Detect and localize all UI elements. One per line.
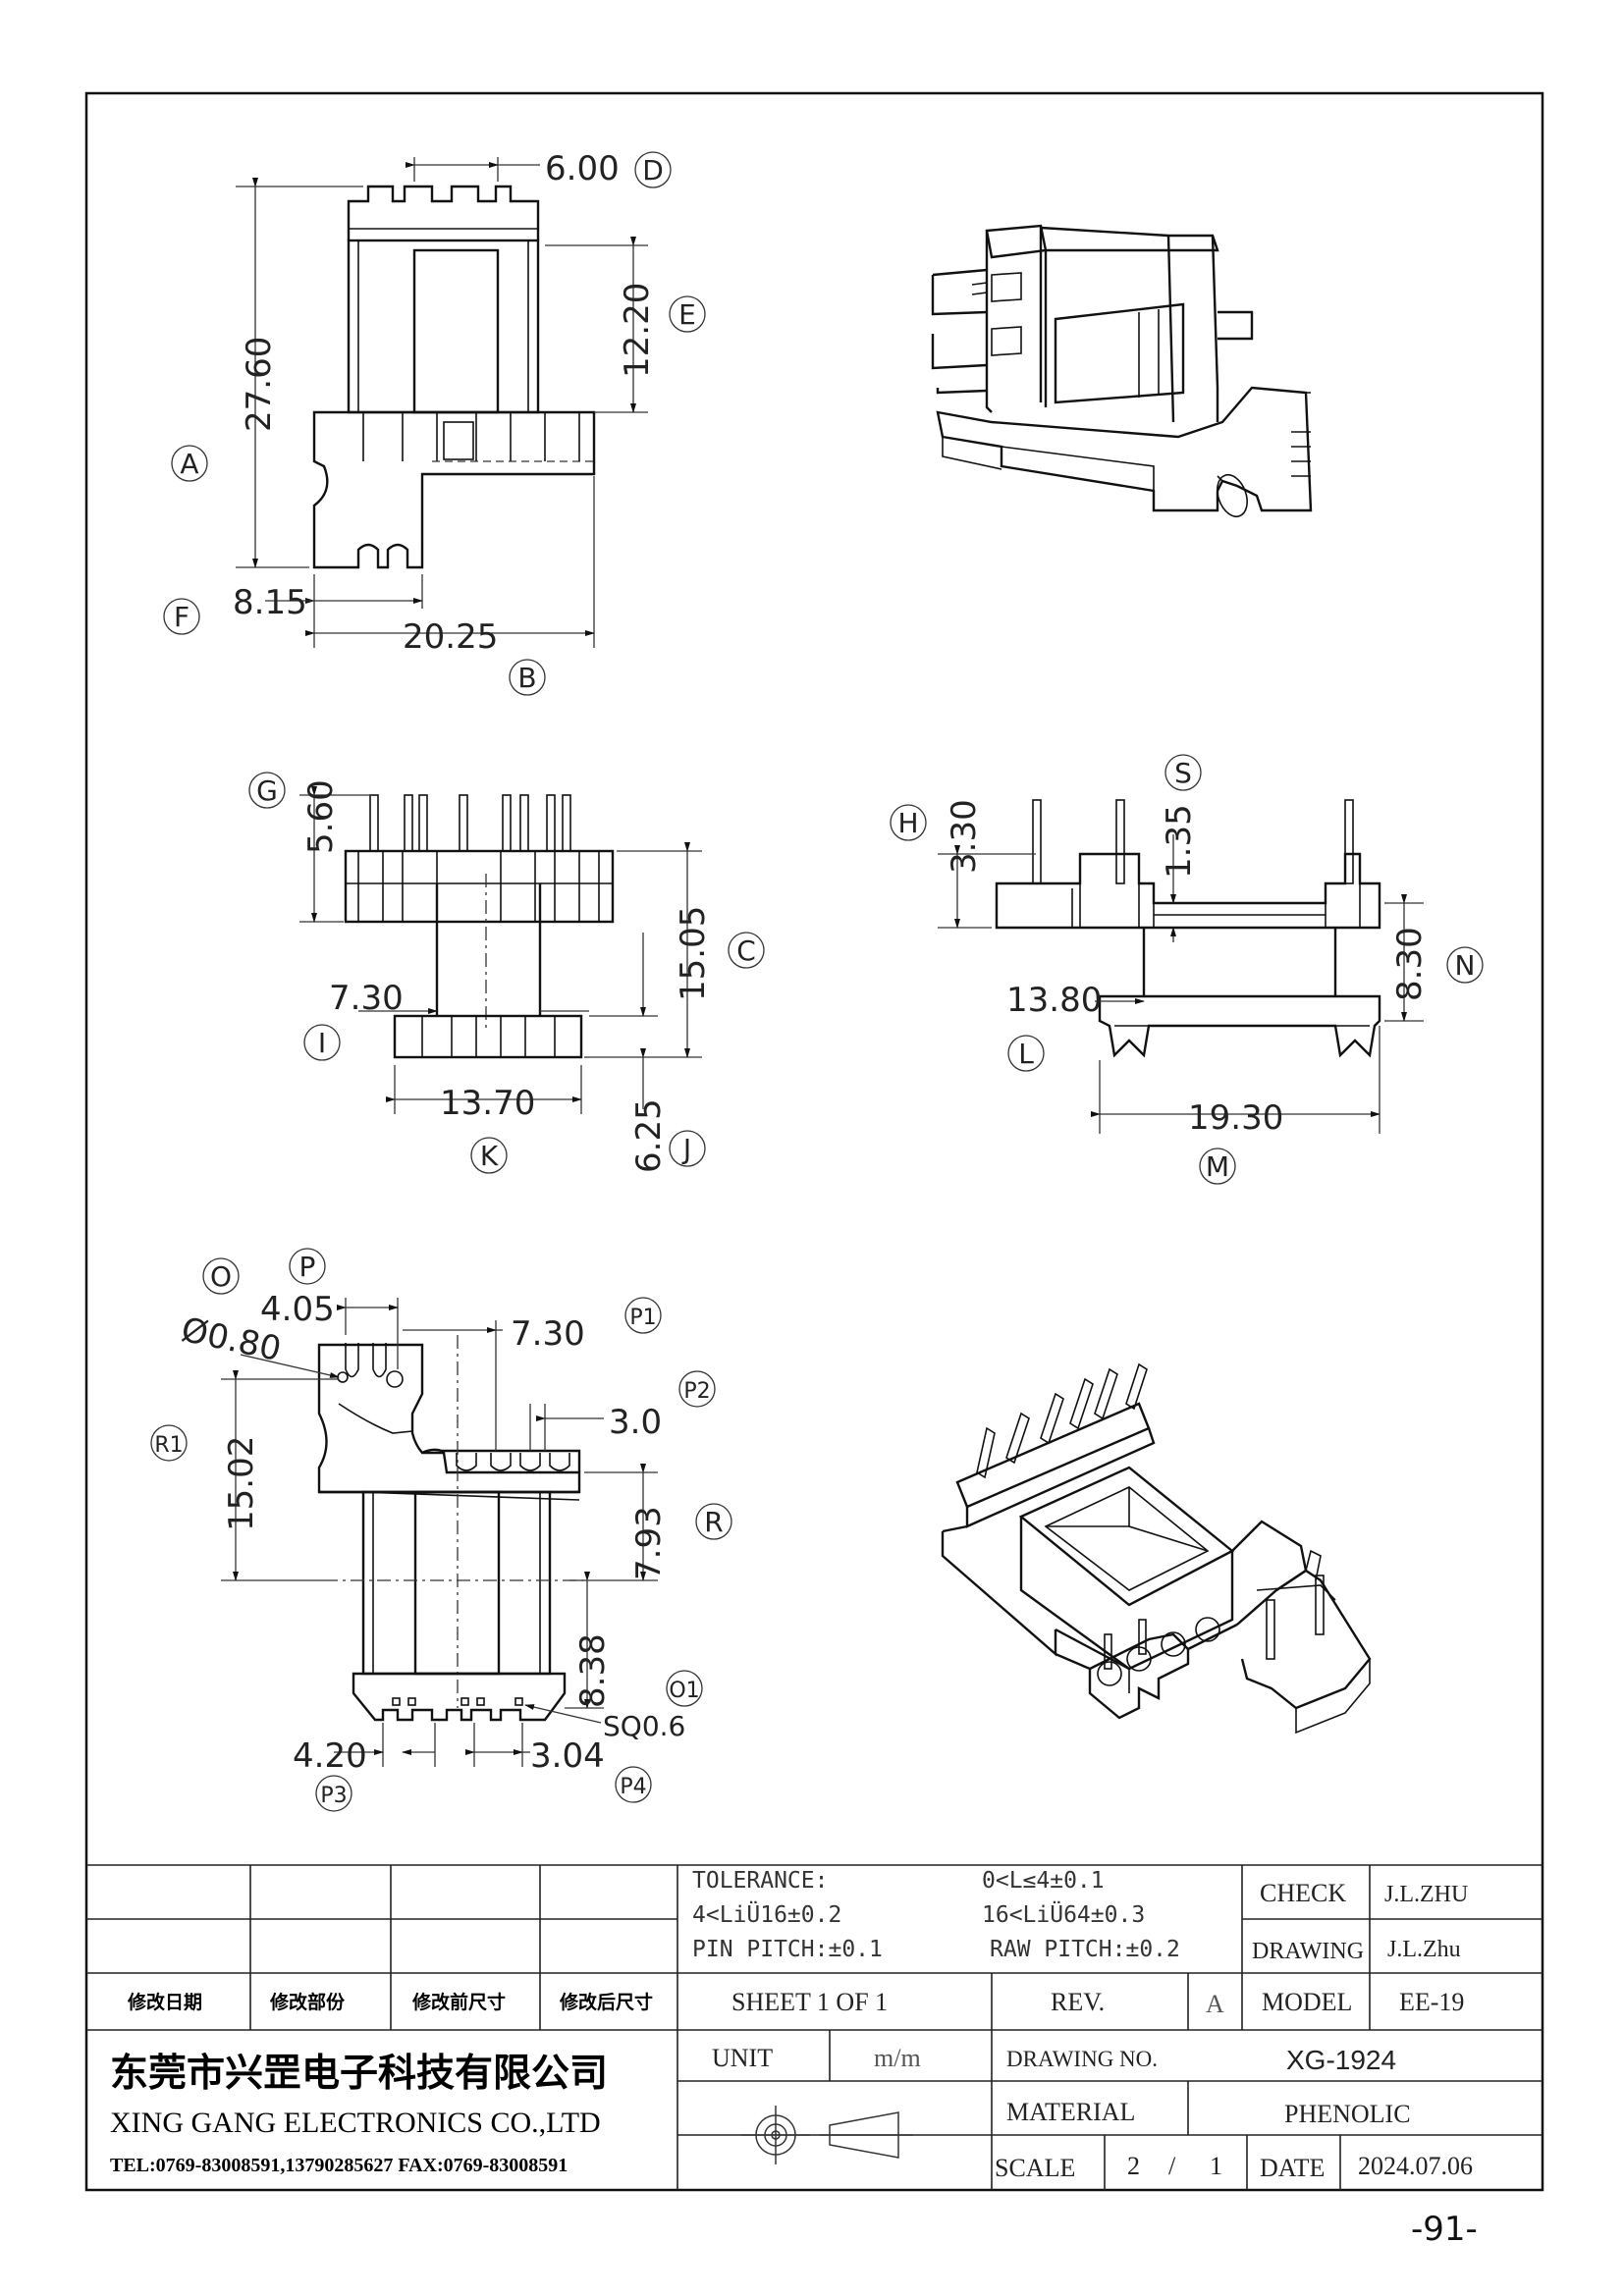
raw-pitch-tolerance: RAW PITCH:±0.2 [990, 1937, 1180, 1962]
front-view: 5.60 G 15.05 C 7.30 I 6.25 J 13.70 K [248, 772, 765, 1174]
projection-symbol-icon [741, 2106, 913, 2164]
dim-base-offset: 8.15 [233, 583, 307, 622]
label-e: E [678, 298, 696, 331]
pin-pitch-tolerance: PIN PITCH:±0.1 [692, 1937, 883, 1962]
dim-pin-spacing-left: 4.20 [293, 1736, 367, 1776]
page-number: -91- [1411, 2210, 1478, 2249]
company-contact: TEL:0769-83008591,13790285627 FAX:0769-8… [110, 2155, 568, 2176]
rev-header-after: 修改后尺寸 [559, 1991, 653, 2013]
label-r: R [704, 1506, 723, 1538]
dim-side-height: 8.30 [1390, 927, 1430, 1001]
label-s: S [1174, 757, 1192, 789]
label-p3: P3 [320, 1784, 347, 1808]
scale-numerator: 2 [1127, 2152, 1140, 2180]
label-a: A [180, 448, 198, 480]
unit-value: m/m [874, 2044, 921, 2072]
label-c: C [736, 934, 756, 967]
material-label: MATERIAL [1006, 2098, 1135, 2126]
dim-overall-height: 27.60 [240, 337, 279, 432]
top-view: 6.00 D 12.20 E 27.60 A 8.15 F 20.25 B [163, 149, 706, 696]
label-d: D [642, 154, 664, 187]
dim-pin-offset: 4.05 [260, 1290, 335, 1329]
drawing-no-value: XG-1924 [1286, 2045, 1396, 2075]
label-p4: P4 [620, 1775, 646, 1799]
dim-pin-spacing-right: 3.04 [530, 1736, 605, 1776]
dim-window-height: 12.20 [618, 283, 657, 378]
tolerance-label: TOLERANCE: [692, 1868, 828, 1894]
label-k: K [480, 1140, 499, 1172]
label-b: B [517, 662, 536, 694]
dim-core-width: 7.30 [329, 979, 404, 1018]
label-r1: R1 [154, 1433, 183, 1458]
label-i: I [318, 1027, 326, 1059]
model-label: MODEL [1262, 1988, 1352, 2016]
sheet-count: SHEET 1 OF 1 [731, 1988, 888, 2016]
model-value: EE-19 [1399, 1988, 1464, 2016]
material-value: PHENOLIC [1284, 2100, 1411, 2128]
dim-bottom-height: 15.02 [222, 1436, 261, 1531]
dim-side-width: 19.30 [1188, 1098, 1283, 1138]
rev-label: REV. [1051, 1988, 1105, 2016]
rev-header-before: 修改前尺寸 [411, 1991, 506, 2013]
label-m: M [1206, 1150, 1229, 1183]
drawing-label: DRAWING [1252, 1939, 1364, 1964]
label-p2: P2 [683, 1379, 710, 1404]
check-label: CHECK [1260, 1879, 1346, 1907]
tolerance-row-2: 4<LiÜ16±0.2 [692, 1900, 841, 1928]
tolerance-row-1: 0<L≤4±0.1 [982, 1868, 1105, 1894]
label-p: P [299, 1251, 316, 1283]
label-f: F [174, 601, 189, 633]
date-value: 2024.07.06 [1358, 2152, 1473, 2180]
dim-flange-width: 13.70 [440, 1084, 535, 1123]
isometric-view-top [931, 224, 1313, 518]
dim-slot-depth: 1.35 [1160, 804, 1199, 879]
dim-front-height: 15.05 [674, 906, 713, 1001]
rev-header-part: 修改部份 [269, 1991, 346, 2013]
isometric-view-bottom [941, 1362, 1372, 1735]
dim-pin-height: 3.30 [945, 799, 984, 874]
dim-lower-half: 8.38 [573, 1633, 613, 1708]
side-view: 3.30 H 1.35 S 8.30 N 13.80 L 19.30 M [890, 754, 1484, 1185]
date-label: DATE [1260, 2154, 1325, 2182]
sheet-border [84, 91, 1544, 2192]
title-block [86, 1864, 1543, 2190]
dim-pin-pitch: 7.30 [511, 1314, 585, 1354]
drawing-no-label: DRAWING NO. [1006, 2047, 1158, 2071]
dim-base-width: 20.25 [403, 617, 498, 657]
dim-top-width: 6.00 [545, 149, 620, 188]
label-o: O [210, 1260, 232, 1293]
company-name-cn: 东莞市兴罡电子科技有限公司 [110, 2052, 608, 2096]
check-value: J.L.ZHU [1384, 1882, 1468, 1907]
label-p1: P1 [629, 1306, 656, 1330]
scale-separator: / [1168, 2152, 1176, 2180]
unit-label: UNIT [712, 2044, 773, 2072]
scale-denominator: 1 [1210, 2152, 1222, 2180]
rev-header-date: 修改日期 [127, 1991, 202, 2013]
label-l: L [1018, 1038, 1034, 1070]
drawing-value: J.L.Zhu [1387, 1937, 1461, 1962]
dim-flange-height: 6.25 [629, 1098, 669, 1173]
dim-pin-length: 5.60 [301, 779, 341, 854]
dim-side-core: 13.80 [1006, 981, 1102, 1020]
label-j: J [681, 1133, 691, 1165]
bottom-view: 4.05 O P Ø0.80 7.30 P1 3.0 P2 15.02 R1 7 [150, 1248, 732, 1812]
label-g: G [256, 774, 278, 807]
company-name-en: XING GANG ELECTRONICS CO.,LTD [110, 2107, 601, 2139]
label-n: N [1455, 949, 1476, 982]
dim-slot-width: 3.0 [609, 1403, 662, 1442]
label-h: H [897, 807, 918, 839]
rev-value: A [1206, 1990, 1224, 2018]
dim-upper-half: 7.93 [629, 1506, 669, 1580]
scale-label: SCALE [995, 2154, 1075, 2182]
tolerance-row-3: 16<LiÜ64±0.3 [982, 1900, 1145, 1928]
label-o1: O1 [669, 1679, 699, 1703]
dim-square-pin: SQ0.6 [603, 1710, 685, 1742]
